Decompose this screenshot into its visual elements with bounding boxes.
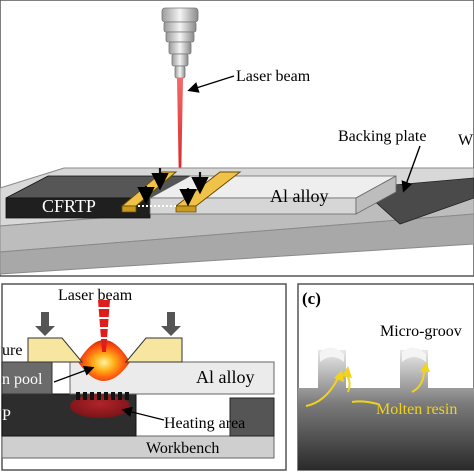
micro-grooves bbox=[76, 392, 129, 400]
backing-plate-leader bbox=[401, 145, 421, 193]
laser-beam-cone bbox=[96, 300, 112, 352]
panel-a-frame bbox=[0, 0, 474, 277]
left-support-block bbox=[1, 361, 53, 395]
label-melt-pool-partial: n pool bbox=[2, 371, 43, 388]
heating-area-leader bbox=[121, 406, 165, 421]
fixture-right bbox=[124, 337, 183, 363]
label-al-alloy: Al alloy bbox=[270, 186, 329, 206]
resin-fill-left bbox=[320, 347, 344, 362]
label-laser-beam: Laser beam bbox=[236, 68, 311, 85]
resin-fill-right bbox=[402, 347, 426, 362]
label-cfrtp: CFRTP bbox=[42, 196, 96, 216]
backing-block bbox=[229, 397, 275, 437]
laser-head-icon bbox=[161, 7, 199, 79]
label-workbench-partial: W bbox=[458, 132, 474, 149]
label-al-alloy-b: Al alloy bbox=[196, 367, 255, 387]
clamp-arrows bbox=[137, 168, 209, 207]
label-fixture-partial: ure bbox=[2, 342, 22, 359]
panel-b: Laser beam ure n pool Al alloy P Heating… bbox=[1, 283, 287, 471]
label-workbench: Workbench bbox=[146, 440, 219, 457]
fixture-left bbox=[27, 337, 84, 363]
resin-flow-arrows bbox=[305, 362, 430, 407]
label-backing-plate: Backing plate bbox=[338, 128, 426, 145]
melt-pool-leader bbox=[53, 365, 95, 383]
laser-beam-leader bbox=[187, 75, 235, 93]
laser-beam bbox=[177, 78, 183, 186]
label-heating-area: Heating area bbox=[164, 415, 245, 432]
workbench-block bbox=[1, 435, 275, 459]
label-micro-groove: Micro-groov bbox=[380, 323, 462, 340]
panel-c-tag: (c) bbox=[302, 289, 321, 308]
fixture-arrows bbox=[35, 312, 181, 336]
panel-a: Laser beam Backing plate W CFRTP Al allo… bbox=[0, 0, 474, 277]
label-cfrtp-partial: P bbox=[2, 407, 11, 424]
label-molten-resin: Molten resin bbox=[376, 401, 457, 418]
label-laser-beam-b: Laser beam bbox=[58, 287, 133, 304]
panel-c: (c) Micro-groov Molten resin bbox=[297, 283, 474, 471]
